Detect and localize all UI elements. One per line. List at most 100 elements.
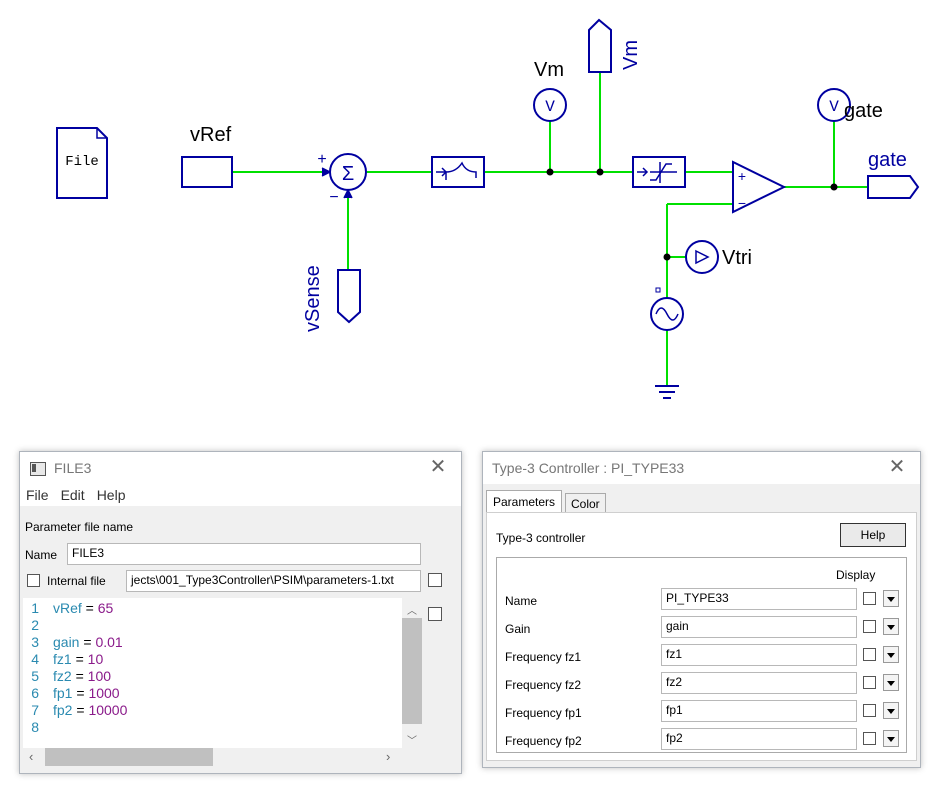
param-value-field[interactable]: PI_TYPE33 — [661, 588, 857, 610]
file-dialog-titlebar[interactable]: FILE3 ✕ — [20, 452, 461, 484]
vgate-voltmeter[interactable]: V gate — [817, 88, 883, 122]
line-number: 1 — [31, 600, 39, 616]
display-checkbox[interactable] — [863, 732, 876, 745]
display-checkbox[interactable] — [863, 648, 876, 661]
menu-edit[interactable]: Edit — [60, 487, 85, 503]
name-label: Name — [25, 548, 58, 562]
param-value: 100 — [87, 668, 112, 684]
menu-file[interactable]: File — [26, 487, 49, 503]
file-dialog-menubar: File Edit Help — [20, 484, 461, 506]
line-number: 6 — [31, 685, 39, 701]
summing-junction[interactable]: Σ + − — [317, 151, 367, 206]
tab-parameters[interactable]: Parameters — [486, 490, 563, 513]
horizontal-scroll-thumb[interactable] — [45, 748, 213, 766]
param-value-field[interactable]: fz2 — [661, 672, 857, 694]
vm-voltmeter[interactable]: V Vm — [533, 59, 567, 122]
schematic-canvas[interactable]: File vRef Σ + − vSense V Vm Vm — [0, 0, 935, 420]
internal-file-checkbox[interactable] — [27, 574, 40, 587]
file-path-field[interactable]: jects\001_Type3Controller\PSIM\parameter… — [126, 570, 421, 592]
horizontal-scrollbar[interactable]: ‹ › — [23, 748, 402, 766]
path-display-checkbox[interactable] — [428, 573, 442, 587]
equals-sign: = — [72, 685, 89, 701]
scroll-up-arrow[interactable]: ︿ — [407, 606, 417, 617]
param-key: gain — [53, 634, 80, 650]
controller-heading: Type-3 controller — [496, 531, 586, 545]
code-line[interactable]: 8 — [25, 719, 127, 736]
line-number: 3 — [31, 634, 39, 650]
vtri-label: Vtri — [722, 247, 752, 269]
vgate-label: gate — [844, 100, 883, 122]
display-dropdown-button[interactable] — [883, 618, 899, 635]
param-label: Frequency fp1 — [505, 706, 582, 720]
menu-help[interactable]: Help — [96, 487, 126, 503]
vertical-scrollbar[interactable]: ︿ ﹀ — [402, 598, 422, 750]
code-line[interactable]: 2 — [25, 617, 127, 634]
close-icon[interactable]: ✕ — [429, 456, 447, 478]
line-number: 8 — [31, 719, 39, 735]
editor-display-checkbox[interactable] — [428, 607, 442, 621]
param-label: Name — [505, 594, 538, 608]
param-key: fz1 — [53, 651, 72, 667]
comparator[interactable]: + − — [732, 160, 787, 214]
line-number: 2 — [31, 617, 39, 633]
help-button[interactable]: Help — [840, 523, 906, 547]
scroll-down-arrow[interactable]: ﹀ — [407, 736, 417, 747]
param-value-field[interactable]: fz1 — [661, 644, 857, 666]
display-checkbox[interactable] — [863, 704, 876, 717]
display-dropdown-button[interactable] — [883, 730, 899, 747]
controller-dialog-titlebar[interactable]: Type-3 Controller : PI_TYPE33 ✕ — [483, 452, 920, 484]
vertical-scroll-thumb[interactable] — [402, 618, 422, 724]
close-icon[interactable]: ✕ — [888, 456, 906, 478]
voltmeter-symbol: V — [829, 98, 839, 116]
display-checkbox[interactable] — [863, 676, 876, 689]
vsense-port[interactable]: vSense — [302, 265, 361, 332]
param-value-field[interactable]: fp2 — [661, 728, 857, 750]
limiter-block[interactable] — [632, 156, 686, 188]
param-label: Gain — [505, 622, 531, 636]
scroll-left-arrow[interactable]: ‹ — [29, 749, 34, 764]
comparator-plus: + — [738, 168, 746, 184]
param-value-field[interactable]: gain — [661, 616, 857, 638]
param-key: fp1 — [53, 685, 73, 701]
type3-controller-block[interactable] — [431, 156, 485, 188]
file-block[interactable]: File — [56, 127, 108, 199]
param-label: Frequency fz1 — [505, 650, 582, 664]
display-checkbox[interactable] — [863, 592, 876, 605]
tab-color[interactable]: Color — [565, 493, 606, 513]
display-dropdown-button[interactable] — [883, 646, 899, 663]
display-dropdown-button[interactable] — [883, 702, 899, 719]
param-label: Frequency fp2 — [505, 734, 582, 748]
code-line[interactable]: 6 fp1 = 1000 — [25, 685, 127, 702]
voltmeter-symbol: V — [545, 98, 555, 116]
line-number: 5 — [31, 668, 39, 684]
app-window-icon — [30, 462, 46, 476]
param-value: 10000 — [88, 702, 128, 718]
controller-dialog[interactable]: Type-3 Controller : PI_TYPE33 ✕ Paramete… — [482, 451, 921, 768]
vref-label: vRef — [190, 124, 232, 146]
equals-sign: = — [71, 651, 88, 667]
triangle-source[interactable] — [650, 287, 684, 331]
param-value-field[interactable]: fp1 — [661, 700, 857, 722]
vm-port[interactable]: Vm — [588, 18, 642, 73]
vref-source[interactable]: vRef — [181, 124, 233, 188]
param-key: fz2 — [53, 668, 72, 684]
display-dropdown-button[interactable] — [883, 674, 899, 691]
equals-sign: = — [81, 600, 98, 616]
display-checkbox[interactable] — [863, 620, 876, 633]
line-number: 4 — [31, 651, 39, 667]
gate-port[interactable]: gate — [867, 149, 920, 199]
scroll-right-arrow[interactable]: › — [386, 749, 391, 764]
display-dropdown-button[interactable] — [883, 590, 899, 607]
param-value: 1000 — [88, 685, 120, 701]
vtri-probe[interactable]: Vtri — [685, 240, 752, 274]
name-field[interactable]: FILE3 — [67, 543, 421, 565]
